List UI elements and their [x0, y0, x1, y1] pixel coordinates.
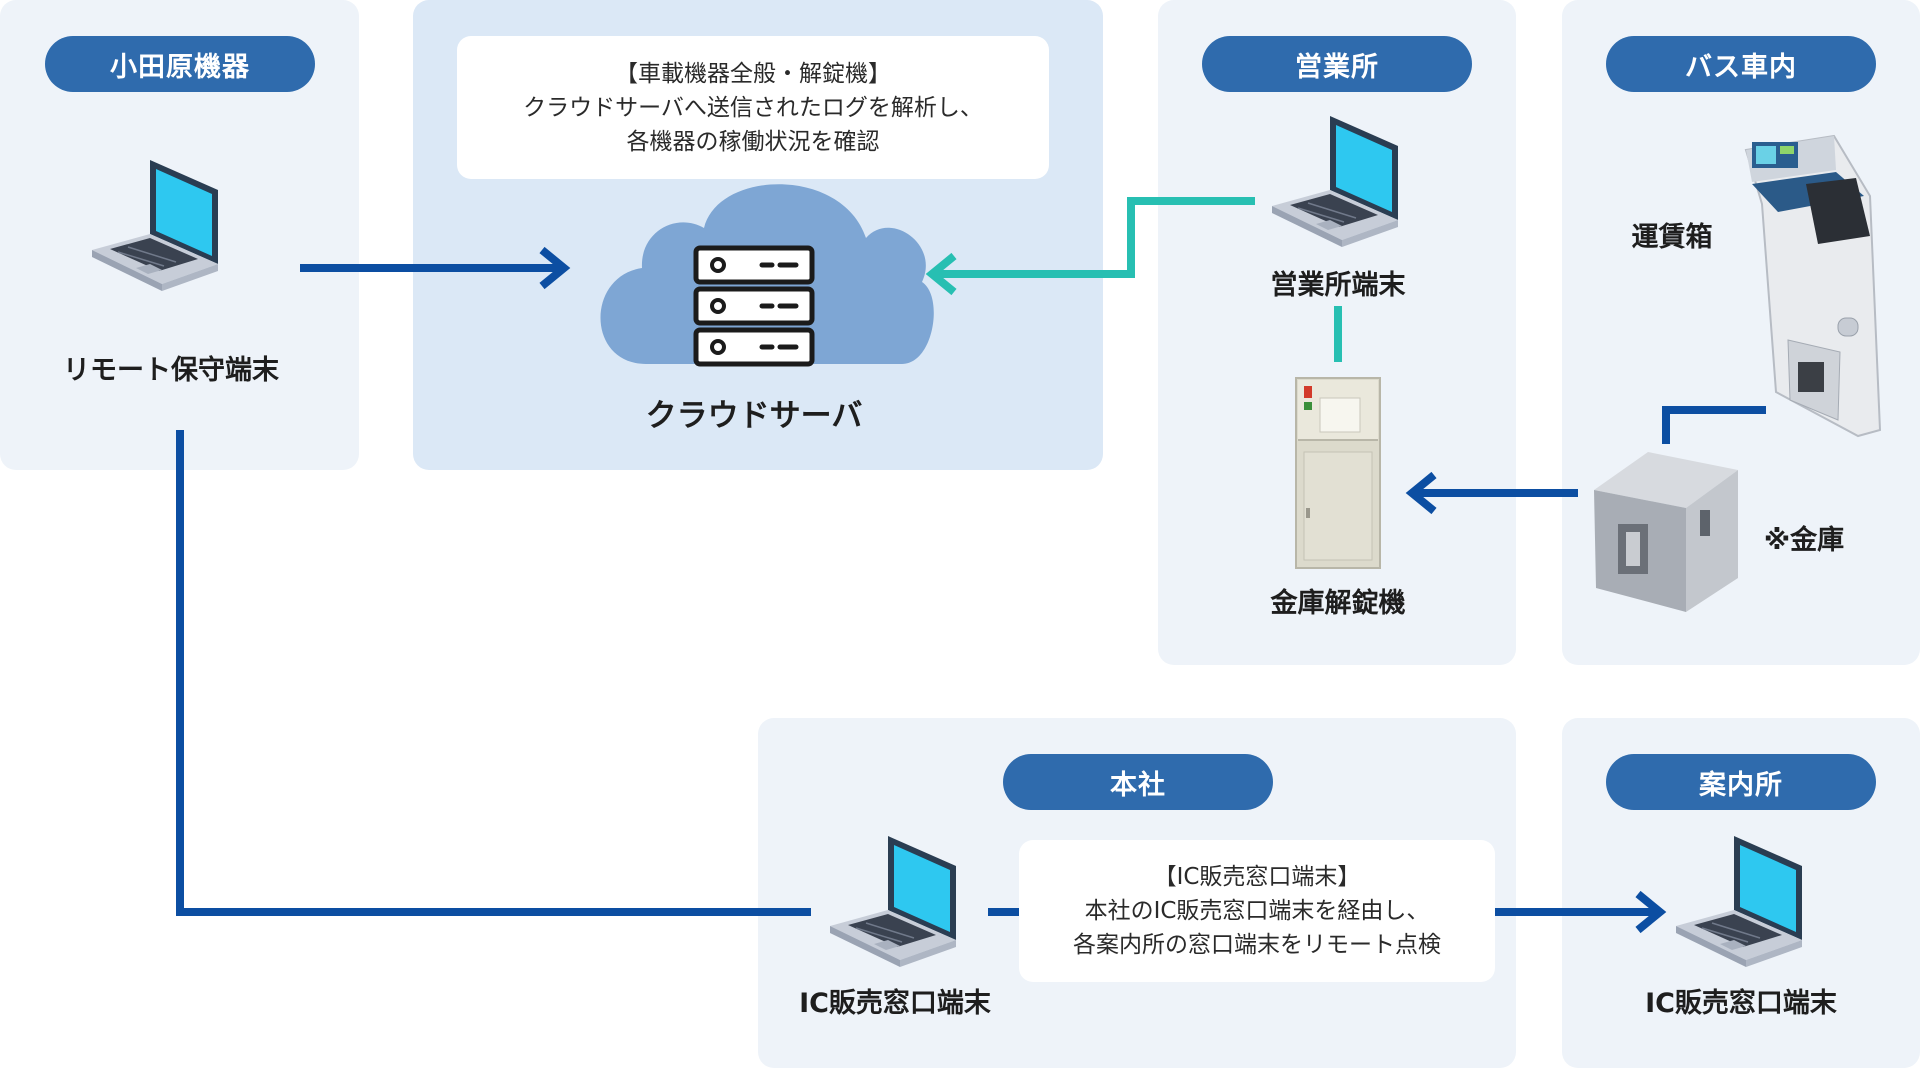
cloud-note: 【車載機器全般・解錠機】 クラウドサーバへ送信されたログを解析し、 各機器の稼働… [457, 36, 1049, 179]
label-hq-terminal: IC販売窓口端末 [799, 988, 991, 1019]
laptop-icon-info [1675, 835, 1803, 968]
cloud-note-line-3: 各機器の稼働状況を確認 [626, 128, 880, 155]
cloud-note-line-2: クラウドサーバへ送信されたログを解析し、 [523, 94, 983, 121]
label-remote-terminal: リモート保守端末 [63, 355, 279, 386]
hq-note-line-1: 【IC販売窓口端末】 [1153, 864, 1361, 890]
label-cloud-server: クラウドサーバ [645, 398, 863, 434]
label-info-terminal: IC販売窓口端末 [1645, 988, 1837, 1019]
cloud-note-line-1: 【車載機器全般・解錠機】 [615, 60, 891, 87]
arrow-safe-to-unlocker [1405, 471, 1578, 515]
fare-box-icon [1744, 134, 1882, 438]
section-title-info: 案内所 [1606, 754, 1876, 810]
laptop-icon-office [1271, 115, 1399, 248]
arrow-remote-to-cloud [300, 246, 571, 290]
unlocker-machine-icon [1295, 377, 1381, 569]
line-farebox-to-safe [1662, 406, 1766, 444]
line-remote-to-hq [176, 430, 811, 916]
hq-note: 【IC販売窓口端末】 本社のIC販売窓口端末を経由し、 各案内所の窓口端末をリモ… [1019, 840, 1495, 982]
arrow-office-to-cloud [925, 197, 1255, 296]
safe-box-icon [1594, 452, 1738, 612]
label-office-terminal: 営業所端末 [1270, 270, 1406, 301]
label-fare-box: 運賃箱 [1631, 222, 1713, 253]
label-safe: ※金庫 [1763, 525, 1845, 556]
section-title-office: 営業所 [1202, 36, 1472, 92]
section-title-bus: バス車内 [1606, 36, 1876, 92]
section-title-hq: 本社 [1003, 754, 1273, 810]
section-title-odawara: 小田原機器 [45, 36, 315, 92]
laptop-icon-hq [829, 835, 957, 968]
cloud-server-icon [600, 184, 934, 367]
hq-note-line-2: 本社のIC販売窓口端末を経由し、 [1084, 898, 1430, 924]
label-safe-unlocker: 金庫解錠機 [1270, 588, 1406, 619]
arrow-hq-to-info [1495, 890, 1667, 934]
hq-note-line-3: 各案内所の窓口端末をリモート点検 [1073, 932, 1441, 958]
laptop-icon-remote [91, 159, 219, 292]
